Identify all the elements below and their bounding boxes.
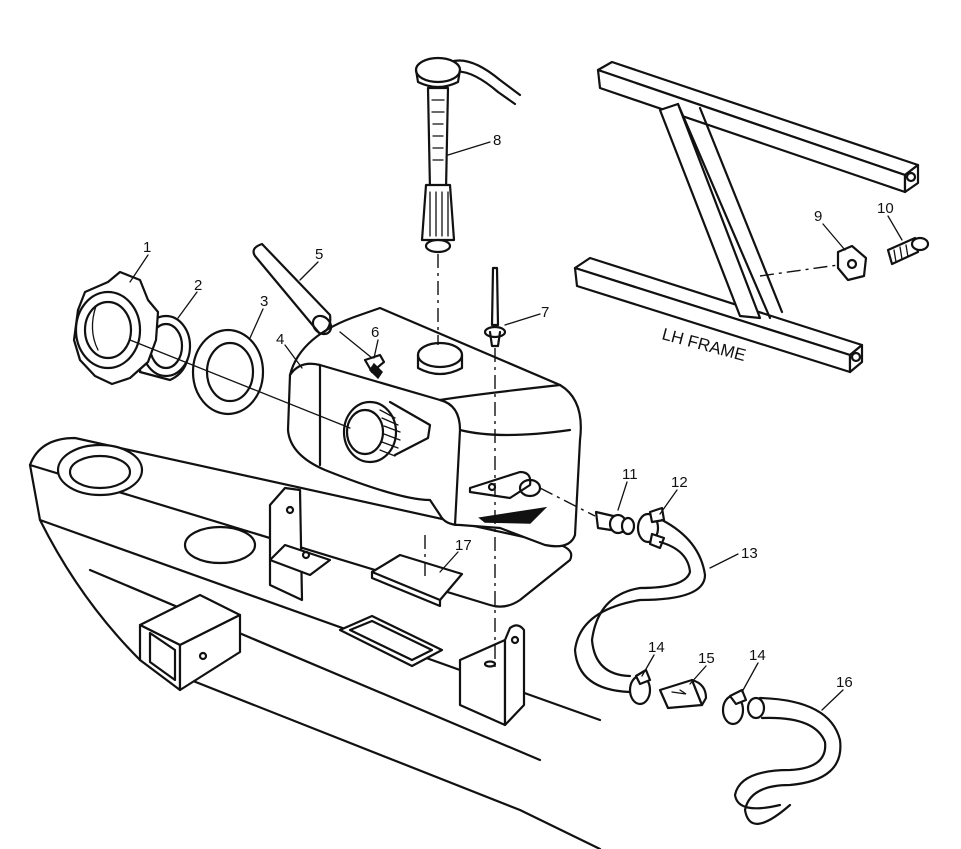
- vent-hose: [252, 242, 333, 336]
- callout-7: 7: [541, 304, 549, 321]
- callout-14-left: 14: [648, 639, 665, 656]
- callout-1: 1: [143, 239, 151, 256]
- callout-8: 8: [493, 132, 501, 149]
- assembly-lines: [129, 254, 839, 670]
- vent-fitting: [363, 353, 386, 380]
- gas-cap: [72, 270, 192, 386]
- leader-lines: [129, 141, 903, 711]
- line-clamp-right: [721, 688, 748, 726]
- fuel-tank: [286, 306, 582, 548]
- fuel-sender: [414, 56, 522, 254]
- callout-15: 15: [698, 650, 715, 667]
- callout-2: 2: [194, 277, 202, 294]
- line-clamp-left: [628, 668, 652, 706]
- hose-fitting: [594, 510, 636, 536]
- frame-clip: [836, 244, 868, 282]
- hose-clamp: [636, 506, 666, 550]
- callout-3: 3: [260, 293, 268, 310]
- chassis-frame: [28, 436, 602, 849]
- callout-4: 4: [276, 331, 284, 348]
- callout-17: 17: [455, 537, 472, 554]
- callout-5: 5: [315, 246, 323, 263]
- gasket: [191, 328, 265, 416]
- foam-pad: [370, 553, 464, 608]
- callout-16: 16: [836, 674, 853, 691]
- callout-12: 12: [671, 474, 688, 491]
- fuel-filter: [658, 678, 708, 710]
- lh-frame: [573, 60, 920, 374]
- callout-9: 9: [814, 208, 822, 225]
- fuel-line: [573, 518, 707, 694]
- callout-11: 11: [622, 466, 638, 483]
- outlet-hose: [733, 696, 842, 825]
- callout-13: 13: [741, 545, 758, 562]
- mount-pin: [483, 266, 507, 348]
- callout-10: 10: [877, 200, 894, 217]
- callout-14-right: 14: [749, 647, 766, 664]
- frame-bolt: [886, 236, 930, 266]
- callout-6: 6: [371, 324, 379, 341]
